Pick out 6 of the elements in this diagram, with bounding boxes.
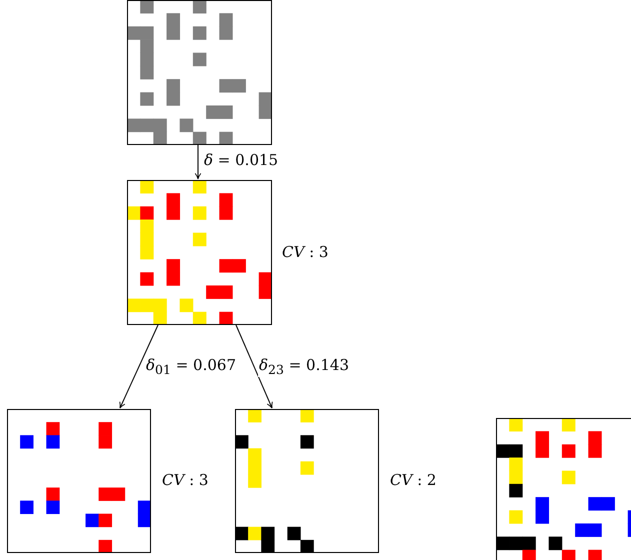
cv-label: CV : 3 bbox=[282, 245, 328, 260]
edge-label: δ = 0.015 bbox=[203, 153, 280, 168]
cv-label: CV : 3 bbox=[162, 473, 208, 488]
edge-label: δ$_{01}$ = 0.067 bbox=[145, 358, 237, 376]
cv-label: CV : 2 bbox=[390, 473, 436, 488]
edge-label: δ$_{23}$ = 0.143 bbox=[258, 358, 350, 376]
